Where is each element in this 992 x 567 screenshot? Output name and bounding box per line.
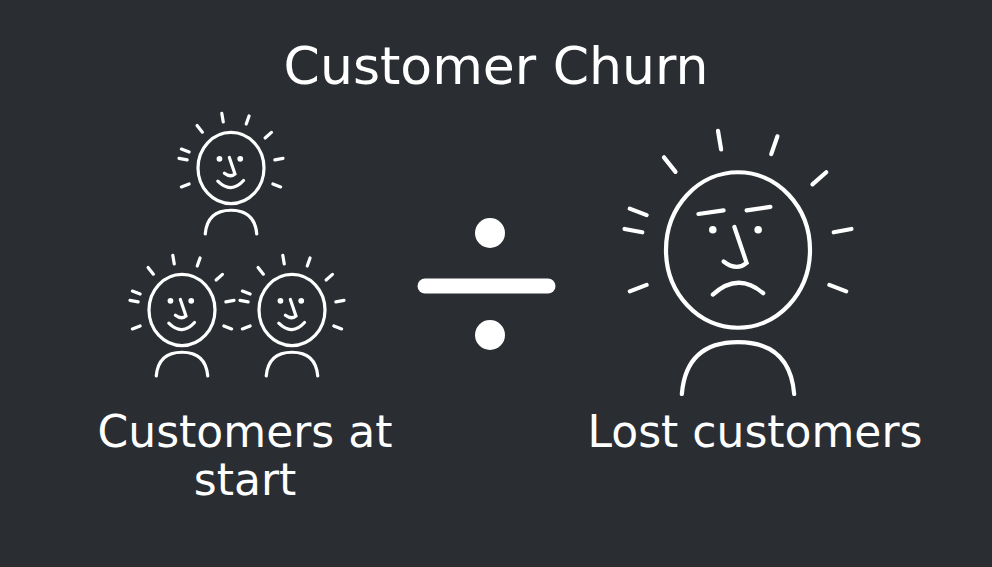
eye bbox=[709, 226, 717, 234]
ray bbox=[130, 300, 138, 302]
ray bbox=[625, 229, 643, 232]
happy-face bbox=[240, 255, 344, 376]
nose bbox=[724, 227, 747, 267]
ray bbox=[132, 291, 140, 294]
ray bbox=[771, 136, 777, 154]
mouth bbox=[279, 323, 305, 330]
happy-face bbox=[179, 113, 283, 234]
divide-dot bbox=[475, 218, 505, 248]
ray bbox=[197, 126, 202, 133]
ray bbox=[664, 157, 676, 171]
ray bbox=[273, 184, 281, 187]
divide-dot bbox=[475, 320, 505, 350]
ray bbox=[246, 116, 249, 124]
eyebrow bbox=[747, 207, 771, 211]
head bbox=[149, 274, 215, 345]
ray bbox=[307, 258, 310, 266]
eye bbox=[237, 156, 243, 162]
ray bbox=[326, 274, 332, 280]
ray bbox=[181, 184, 189, 187]
caption-label: Lost customers bbox=[540, 408, 970, 456]
nose bbox=[285, 299, 296, 317]
ray bbox=[197, 258, 200, 266]
shoulders bbox=[266, 352, 317, 376]
ray bbox=[179, 158, 187, 160]
faces bbox=[130, 113, 851, 394]
ray bbox=[834, 229, 852, 232]
ray bbox=[275, 158, 283, 160]
eye bbox=[278, 298, 284, 304]
head bbox=[198, 132, 264, 203]
ray bbox=[132, 326, 140, 329]
divide-bar bbox=[425, 279, 548, 294]
ray bbox=[336, 300, 344, 302]
ray bbox=[258, 268, 263, 275]
ray bbox=[222, 113, 223, 122]
ray bbox=[265, 132, 271, 138]
ray bbox=[224, 326, 232, 329]
ray bbox=[334, 326, 342, 329]
mouth bbox=[218, 181, 244, 188]
ray bbox=[242, 326, 250, 329]
head bbox=[666, 172, 810, 328]
ray bbox=[242, 291, 250, 294]
eye bbox=[298, 298, 304, 304]
nose bbox=[224, 157, 235, 175]
eye bbox=[188, 298, 194, 304]
divide-symbol bbox=[425, 218, 548, 350]
nose bbox=[175, 299, 186, 317]
ray bbox=[148, 268, 153, 275]
eye bbox=[754, 226, 762, 234]
shoulders bbox=[682, 342, 794, 394]
mouth bbox=[713, 283, 763, 295]
ray bbox=[226, 300, 234, 302]
head bbox=[259, 274, 325, 345]
ray bbox=[829, 285, 846, 291]
shoulders bbox=[156, 352, 207, 376]
ray bbox=[173, 255, 174, 264]
happy-face bbox=[130, 255, 234, 376]
ray bbox=[812, 172, 826, 184]
ray bbox=[283, 255, 284, 264]
ray bbox=[630, 209, 647, 215]
ray bbox=[240, 300, 248, 302]
eyebrow bbox=[698, 210, 723, 214]
mouth bbox=[169, 323, 195, 330]
ray bbox=[181, 149, 189, 152]
shoulders bbox=[205, 210, 256, 234]
ray bbox=[718, 131, 721, 150]
title: Customer Churn bbox=[0, 38, 992, 95]
ray bbox=[630, 285, 647, 291]
caption-label: Customers at start bbox=[95, 408, 395, 505]
ray bbox=[216, 274, 222, 280]
eye bbox=[217, 156, 223, 162]
sad-face bbox=[625, 131, 852, 394]
eye bbox=[168, 298, 174, 304]
